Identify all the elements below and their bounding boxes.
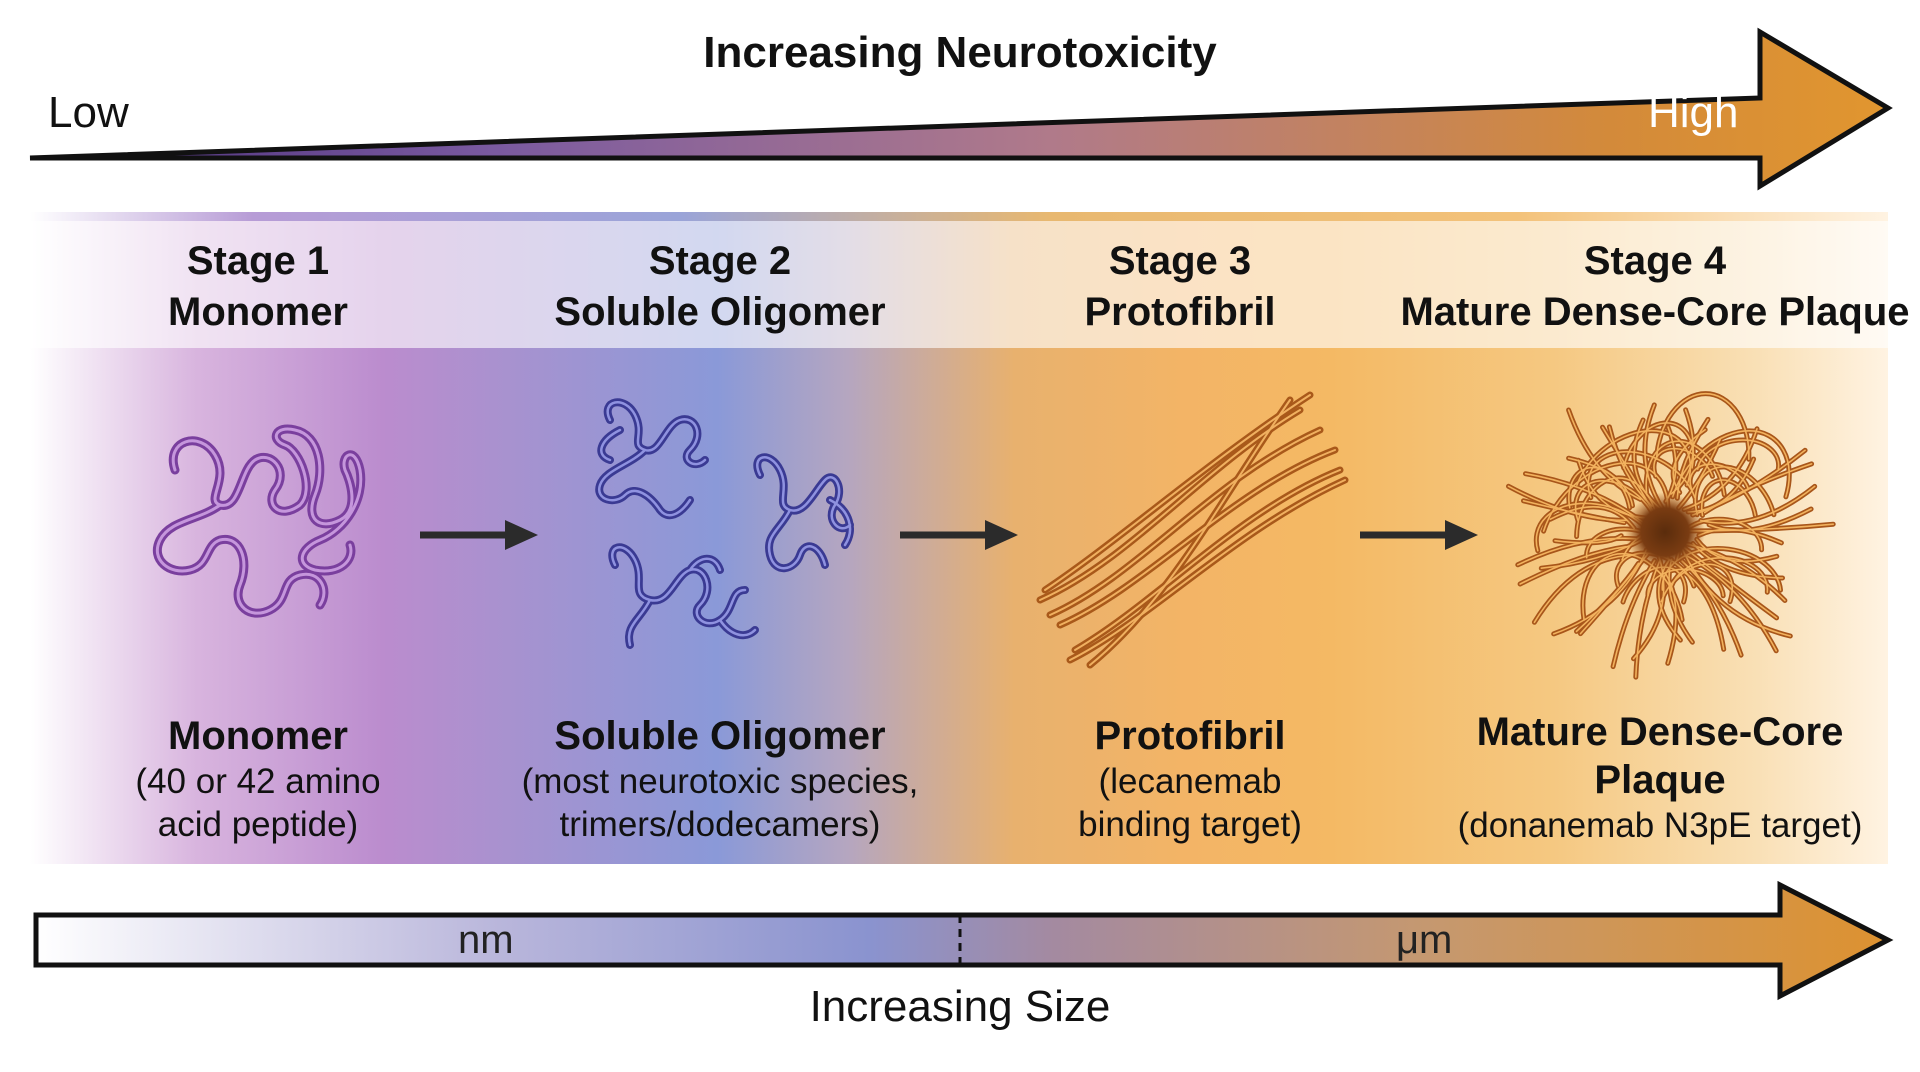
stage-3-desc-line-1: (lecanemab [1098,762,1282,801]
stage-3-desc-line-2: binding target) [1078,805,1302,844]
plaque-fiber [1653,447,1714,478]
stage-2-desc-line-2: trimers/dodecamers) [559,805,881,844]
stage-1-title: Monomer [168,290,348,334]
stage-1-heading: Stage 1 Monomer [58,236,458,338]
stage-2-desc-line-1: (most neurotoxic species, [521,762,919,801]
plaque-fiber [1533,554,1635,624]
stage-1-number: Stage 1 [186,239,330,283]
plaque-fiber [1700,485,1816,524]
stage-3-heading: Stage 3 Protofibril [980,236,1380,338]
plaque-fiber [1696,439,1780,470]
monomer-illustration [152,424,366,618]
plaque-fiber [1622,421,1695,469]
protofibril-illustration [1036,391,1349,669]
plaque-fiber [1665,573,1677,665]
plaque-fiber [1655,392,1750,460]
plaque-fiber [1635,560,1661,678]
stage-3-name: Protofibril [1094,714,1286,758]
size-unit-right: μm [1396,918,1453,962]
stage-4-desc-line-1: (donanemab N3pE target) [1457,806,1863,845]
stage-4-heading: Stage 4 Mature Dense-Core Plaque [1395,236,1915,338]
size-unit-left: nm [458,918,514,962]
plaque-fiber [1519,545,1627,585]
plaque-illustration [1506,391,1836,680]
stage-header-band [30,212,1888,348]
transition-arrow-3 [1360,520,1478,550]
plaque-core [1625,492,1705,572]
transition-arrow-2 [900,520,1018,550]
plaque-fiber [1554,534,1622,544]
plaque-fiber [1568,466,1631,509]
stage-1-desc-line-1: (40 or 42 amino [135,762,381,801]
transition-arrow-1 [420,520,538,550]
stage-1-caption: Monomer (40 or 42 amino acid peptide) [8,712,508,846]
plaque-fiber [1671,430,1791,498]
stage-4-name-line-1: Mature Dense-Core [1476,710,1844,754]
neurotoxicity-arrow [29,27,1893,191]
stage-2-number: Stage 2 [648,239,792,283]
plaque-fiber [1587,451,1696,499]
stage-3-number: Stage 3 [1108,239,1252,283]
stage-2-title: Soluble Oligomer [554,290,886,334]
neurotoxicity-title: Increasing Neurotoxicity [703,28,1217,77]
size-arrow [33,880,1894,1001]
stage-4-caption: Mature Dense-Core Plaque (donanemab N3pE… [1410,708,1910,847]
stage-1-name: Monomer [168,714,348,758]
plaque-fiber [1576,429,1692,486]
neurotoxicity-low-label: Low [48,88,129,137]
stage-2-caption: Soluble Oligomer (most neurotoxic specie… [470,712,970,846]
stage-header-rule [30,212,1888,221]
stage-3-caption: Protofibril (lecanemab binding target) [940,712,1440,846]
plaque-fiber [1669,557,1769,593]
size-axis-title: Increasing Size [809,982,1111,1031]
plaque-fiber [1507,485,1628,522]
plaque-fiber [1694,466,1775,516]
plaque-fiber [1567,409,1642,501]
stage-2-name: Soluble Oligomer [554,714,886,758]
plaque-fiber [1575,562,1640,633]
oligomer-illustration [595,398,854,649]
stage-4-name-line-2: Plaque [1594,758,1726,802]
plaque-fiber [1645,440,1726,496]
stage-1-desc-line-2: acid peptide) [157,805,359,844]
neurotoxicity-high-label: High [1648,88,1739,137]
stage-3-title: Protofibril [1084,290,1276,334]
plaque-fiber [1582,552,1683,621]
stage-4-number: Stage 4 [1583,239,1727,283]
stage-4-title: Mature Dense-Core Plaque [1400,290,1910,334]
plaque-fiber [1689,463,1750,490]
plaque-fiber [1703,463,1813,514]
plaque-fiber [1701,479,1757,517]
stage-2-heading: Stage 2 Soluble Oligomer [470,236,970,338]
